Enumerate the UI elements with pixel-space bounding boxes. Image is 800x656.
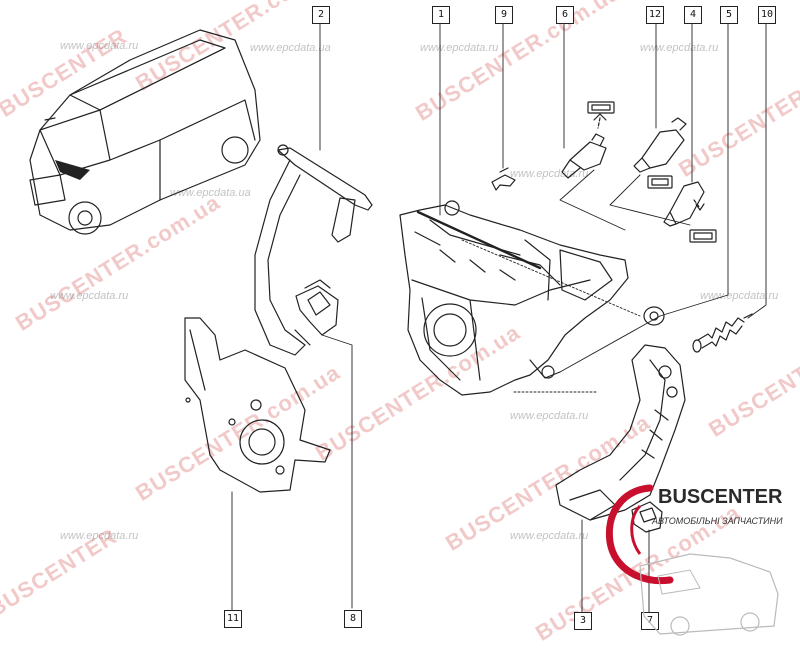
callout-9: 9 <box>495 6 513 24</box>
callout-12: 12 <box>646 6 664 24</box>
van-illustration <box>29 29 261 235</box>
part-5-washer <box>643 306 665 326</box>
part-4-switch <box>663 181 717 243</box>
part-2-pedal-lever <box>254 144 373 356</box>
part-1-pedal-housing <box>399 200 629 396</box>
part-3-pedal-arm <box>555 344 686 521</box>
part-8-clip <box>295 279 339 336</box>
callout-4: 4 <box>684 6 702 24</box>
buscenter-logo: BUSCENTER АВТОМОБІЛЬНІ ЗАПЧАСТИНИ <box>600 476 796 652</box>
callout-8: 8 <box>344 610 362 628</box>
callout-11: 11 <box>224 610 242 628</box>
part-10-spring <box>692 313 753 353</box>
part-9-retaining-clip <box>491 167 516 191</box>
part-11-bracket-plate <box>184 317 331 493</box>
logo-mark <box>605 484 779 636</box>
logo-tagline: АВТОМОБІЛЬНІ ЗАПЧАСТИНИ <box>652 516 783 526</box>
leader-lines <box>231 21 767 613</box>
callout-10: 10 <box>758 6 776 24</box>
part-6-stop-switch <box>561 101 615 179</box>
callout-7: 7 <box>641 612 659 630</box>
callout-5: 5 <box>720 6 738 24</box>
callout-3: 3 <box>574 612 592 630</box>
part-12-switch <box>633 117 687 189</box>
callout-1: 1 <box>432 6 450 24</box>
callout-6: 6 <box>556 6 574 24</box>
logo-name: BUSCENTER <box>658 486 783 508</box>
callout-2: 2 <box>312 6 330 24</box>
part-7-pad-clip <box>631 501 663 533</box>
